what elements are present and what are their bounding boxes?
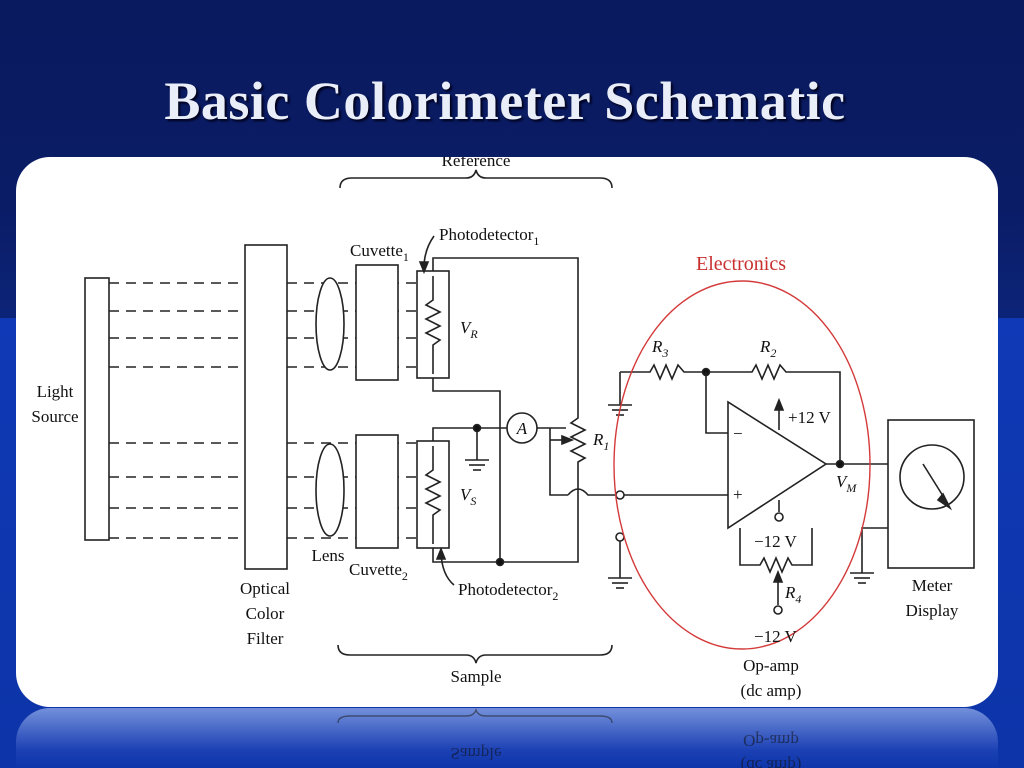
reflection-sample-text: Sample: [451, 744, 502, 763]
vr-label: VR: [460, 318, 478, 341]
ammeter: [506, 412, 538, 444]
meter-needle-head: [936, 492, 953, 511]
photodetector-1-resistor: [424, 276, 442, 374]
schematic-panel: Reference Sample Electronics Light Sourc…: [16, 157, 998, 707]
ammeter-label: A: [516, 419, 528, 438]
r2-label: R2: [759, 337, 776, 360]
plus12-label: +12 V: [788, 408, 832, 427]
node-ground-left: [472, 423, 482, 433]
reflection-opamp-text-line2: (dc amp): [741, 756, 802, 768]
reflection-graphic: Sample (dc amp) Op-amp: [337, 708, 802, 768]
lower-lens: [315, 443, 345, 537]
op-amp-triangle: [727, 400, 828, 530]
node-bottom-junction: [495, 557, 505, 567]
ground-symbol-4: [850, 572, 874, 584]
r1-resistor: [569, 414, 587, 466]
r2-resistor: [706, 362, 841, 464]
sample-brace: [337, 644, 613, 664]
wire-meter-ground: [861, 527, 888, 573]
optical-color-filter-block: [244, 244, 288, 570]
reflection-sample-brace: [337, 708, 613, 724]
lens-label: Lens: [311, 546, 344, 565]
ground-symbol-2: [608, 577, 632, 589]
panel-reflection: Sample (dc amp) Op-amp: [16, 708, 998, 768]
photodetector1-label: Photodetector1: [439, 225, 539, 248]
slide-title: Basic Colorimeter Schematic: [164, 71, 846, 131]
wire-vs-bottom: [432, 466, 579, 563]
wire-minus-input: [705, 372, 728, 434]
meter-label-line2: Display: [906, 601, 959, 620]
reference-label: Reference: [442, 157, 511, 170]
ground-symbol-1: [465, 459, 489, 471]
r1-wiper-arrowhead: [561, 434, 575, 446]
op-amp-plus-sign: +: [733, 485, 743, 504]
wire-top-loop: [432, 257, 579, 414]
optical-filter-label-line2: Color: [246, 604, 285, 623]
optical-filter-label-line3: Filter: [247, 629, 284, 648]
electronics-label: Electronics: [696, 253, 786, 275]
electronics-outline: [613, 280, 871, 650]
optical-filter-label-line1: Optical: [240, 579, 290, 598]
wire-crossover: [567, 488, 620, 496]
terminal-minus12: [774, 512, 784, 522]
node-output: [835, 459, 845, 469]
wire-vr-bottom: [432, 378, 501, 562]
cuvette1-label: Cuvette1: [350, 241, 409, 264]
light-source-block: [84, 277, 110, 541]
light-source-label-line1: Light: [37, 382, 74, 401]
r1-wiper-wire: [549, 428, 568, 496]
r3-label: R3: [651, 337, 668, 360]
r3-resistor: [620, 362, 706, 382]
photodetector-2-resistor: [424, 446, 442, 544]
photodetector2-label: Photodetector2: [458, 580, 558, 603]
vm-label: VM: [836, 472, 857, 495]
meter-label-line1: Meter: [912, 576, 953, 595]
schematic-diagram: Reference Sample Electronics Light Sourc…: [31, 157, 975, 700]
terminal-upper: [615, 490, 625, 500]
plus12-arrowhead: [773, 397, 785, 411]
cuvette-1: [355, 264, 399, 381]
cuvette2-label: Cuvette2: [349, 560, 408, 583]
photodetector-2-arrowhead: [435, 546, 447, 560]
r4-label: R4: [784, 583, 801, 606]
wire-vs-top: [432, 427, 507, 441]
reference-brace: [339, 169, 613, 189]
r4-resistor: [739, 528, 813, 575]
sample-label: Sample: [451, 667, 502, 686]
minus12-label-lower: −12 V: [754, 627, 798, 646]
photodetector-1-arrowhead: [418, 261, 430, 275]
upper-lens: [315, 277, 345, 371]
cuvette-2: [355, 434, 399, 549]
r4-arrowhead: [772, 569, 784, 583]
vs-label: VS: [460, 485, 476, 508]
op-amp-label-line2: (dc amp): [741, 681, 802, 700]
terminal-r4: [773, 605, 783, 615]
r1-label: R1: [592, 430, 609, 453]
op-amp-label-line1: Op-amp: [743, 656, 799, 675]
minus12-label-upper: −12 V: [754, 532, 798, 551]
light-source-label-line2: Source: [31, 407, 78, 426]
op-amp-minus-sign: −: [733, 424, 743, 443]
reflection-opamp-text-line1: Op-amp: [743, 731, 799, 750]
